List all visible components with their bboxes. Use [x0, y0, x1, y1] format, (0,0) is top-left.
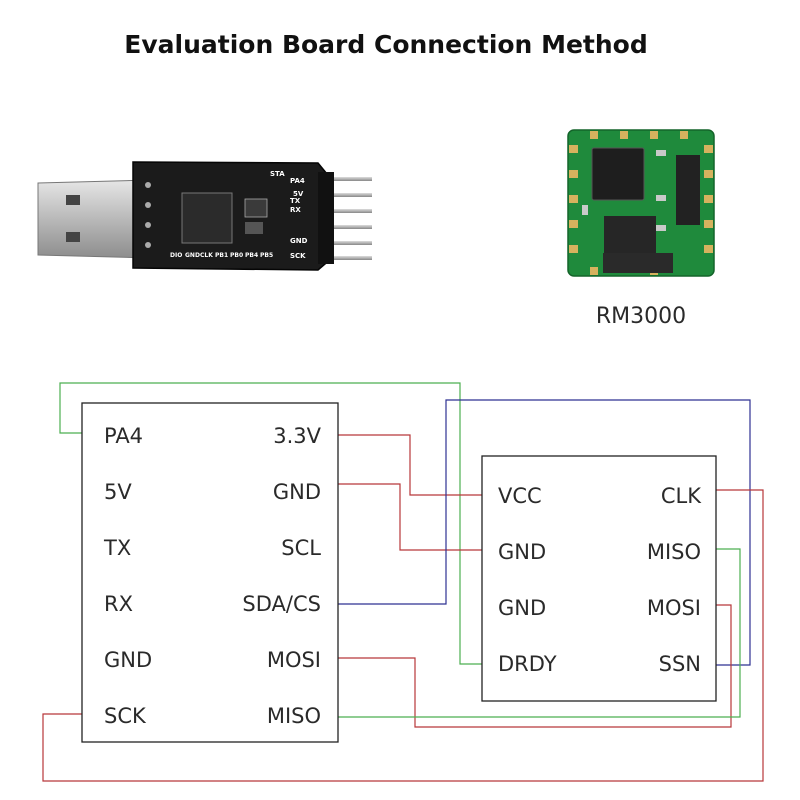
- silk-label-gnd: GND: [290, 237, 308, 245]
- rm3000-pin-right-miso: MISO: [647, 540, 701, 564]
- rm3000-caption: RM3000: [596, 304, 686, 329]
- rm3000-pin-left-gnd: GND: [498, 540, 546, 564]
- silk-bottom-pb5: PB5: [260, 252, 273, 259]
- rm3000-pin-right-mosi: MOSI: [647, 596, 701, 620]
- adapter-pin-left-rx: RX: [104, 592, 133, 616]
- silk-label-pa4: PA4: [290, 177, 305, 185]
- adapter-pin-right-sdacs: SDA/CS: [242, 592, 321, 616]
- silk-bottom-gnd: GND: [185, 252, 200, 259]
- wire-gnd-gnd: [338, 483, 482, 551]
- adapter-pin-left-tx: TX: [103, 536, 131, 560]
- adapter-pin-right-mosi: MOSI: [267, 648, 321, 672]
- wire-sdacs-ssn: [338, 399, 751, 666]
- adapter-pin-left-sck: SCK: [104, 704, 147, 728]
- coil-icon-2: [604, 216, 656, 254]
- adapter-pin-right-33v: 3.3V: [273, 424, 321, 448]
- silk-bottom-dio: DIO: [170, 252, 182, 259]
- adapter-pin-left-gnd: GND: [104, 648, 152, 672]
- adapter-board-box: [81, 402, 339, 743]
- mcu-chip-icon: [181, 192, 233, 244]
- adapter-pin-right-scl: SCL: [281, 536, 321, 560]
- silk-label-sck: SCK: [290, 252, 306, 260]
- wire-miso-miso: [338, 548, 741, 718]
- rm3000-pin-left-gnd: GND: [498, 596, 546, 620]
- rm3000-module-image: [567, 129, 715, 277]
- header-pins-icon: [318, 172, 372, 264]
- wire-pa4-drdy: [59, 382, 482, 665]
- silk-label-5v: 5V: [293, 190, 304, 198]
- wire-group: [42, 382, 764, 782]
- silk-label-sta: STA: [270, 170, 285, 178]
- rm3000-pin-left-drdy: DRDY: [498, 652, 557, 676]
- rm3000-pin-right-clk: CLK: [661, 484, 702, 508]
- silk-bottom-clk: CLK: [200, 252, 213, 259]
- rm3000-pin-right-ssn: SSN: [659, 652, 701, 676]
- silk-bottom-pb1: PB1: [215, 252, 228, 259]
- diagram-title: Evaluation Board Connection Method: [124, 30, 648, 59]
- wire-mosi-mosi: [338, 604, 732, 728]
- rm3000-chip-icon: [591, 147, 645, 201]
- adapter-pin-left-pa4: PA4: [104, 424, 143, 448]
- rm3000-pin-left-vcc: VCC: [498, 484, 542, 508]
- adapter-pin-right-miso: MISO: [267, 704, 321, 728]
- coil-icon: [676, 155, 700, 225]
- silk-label-rx: RX: [290, 206, 301, 214]
- silk-label-tx: TX: [290, 197, 301, 205]
- wire-sck-clk: [42, 489, 764, 782]
- adapter-pin-right-gnd: GND: [273, 480, 321, 504]
- silk-bottom-pb0: PB0: [230, 252, 243, 259]
- silk-bottom-pb4: PB4: [245, 252, 258, 259]
- rm3000-board-box: [481, 455, 717, 702]
- adapter-pin-left-5v: 5V: [104, 480, 132, 504]
